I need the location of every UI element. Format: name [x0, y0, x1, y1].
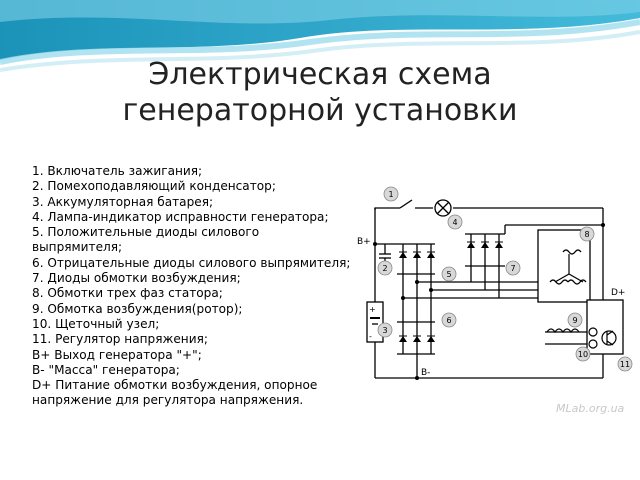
callout-badge [377, 322, 393, 338]
terminal-b-minus: B- [421, 368, 430, 378]
battery-plus-sign: + [369, 305, 376, 314]
callout-badge [447, 214, 463, 230]
component-legend: 1. Включатель зажигания;2. Помехоподавля… [32, 164, 352, 409]
exciter-diodes [467, 241, 503, 248]
legend-item: 6. Отрицательные диоды силового выпрямит… [32, 255, 351, 270]
callout-label: 2 [382, 264, 387, 273]
stator-windings-box [537, 229, 591, 303]
callout-badge [617, 356, 633, 372]
callout-badge [505, 260, 521, 276]
indicator-lamp [434, 199, 452, 217]
legend-item: 7. Диоды обмотки возбуждения; [32, 271, 241, 286]
callout-badge [441, 266, 457, 282]
callout-label: 10 [578, 350, 588, 359]
callout-badge [383, 186, 399, 202]
wire-junctions [373, 223, 605, 380]
callout-6: 6 [441, 312, 457, 328]
callout-label: 9 [572, 316, 577, 325]
legend-item: 5. Положительные диоды силового выпрямит… [32, 225, 260, 255]
positive-rectifier-diodes [399, 251, 435, 258]
legend-item: 3. Аккумуляторная батарея; [32, 194, 214, 209]
callout-label: 8 [584, 230, 589, 239]
legend-item: 9. Обмотка возбуждения(ротор); [32, 301, 243, 316]
callout-11: 11 [617, 356, 633, 372]
wire-top [374, 207, 400, 210]
regulator-transistor [601, 330, 617, 346]
callout-2: 2 [377, 260, 393, 276]
generator-circuit-diagram: + - B+ B- D+ 1 2 3 4 5 6 7 8 9 10 11 [357, 186, 633, 380]
callout-label: 5 [446, 270, 451, 279]
brush-unit-bottom [588, 339, 598, 349]
legend-item: B+ Выход генератора "+"; [32, 347, 202, 362]
callout-1: 1 [383, 186, 399, 202]
component-callouts: 1 2 3 4 5 6 7 8 9 10 11 [377, 186, 633, 372]
callout-badge [575, 346, 591, 362]
callout-5: 5 [441, 266, 457, 282]
stator-coils [549, 249, 587, 285]
battery-minus-sign: - [369, 332, 372, 341]
callout-4: 4 [447, 214, 463, 230]
legend-item: D+ Питание обмотки возбуждения, опорное … [32, 378, 318, 408]
callout-10: 10 [575, 346, 591, 362]
legend-item: 11. Регулятор напряжения; [32, 332, 208, 347]
legend-item: 2. Помехоподавляющий конденсатор; [32, 179, 276, 194]
callout-label: 3 [382, 326, 387, 335]
callout-badge [579, 226, 595, 242]
negative-rectifier-diodes [399, 335, 435, 342]
callout-badge [441, 312, 457, 328]
callout-7: 7 [505, 260, 521, 276]
callout-label: 11 [620, 360, 630, 369]
brush-unit-top [588, 327, 598, 337]
terminal-d-plus: D+ [611, 288, 625, 298]
legend-item: 10. Щеточный узел; [32, 316, 160, 331]
callout-badge [377, 260, 393, 276]
legend-item: B- "Масса" генератора; [32, 362, 180, 377]
callout-badge [567, 312, 583, 328]
callout-label: 7 [510, 264, 515, 273]
callout-8: 8 [579, 226, 595, 242]
slide-title-line-1: Электрическая схема [148, 57, 492, 92]
rotor-field-winding [546, 328, 580, 334]
ignition-switch-contact [399, 199, 413, 209]
terminal-b-plus: B+ [357, 237, 371, 247]
legend-item: 4. Лампа-индикатор исправности генератор… [32, 209, 329, 224]
legend-item: 1. Включатель зажигания; [32, 164, 203, 178]
watermark-text: MLab.org.ua [556, 402, 625, 415]
callout-3: 3 [377, 322, 393, 338]
slide-title-line-2: генераторной установки [122, 93, 518, 128]
legend-item: 8. Обмотки трех фаз статора; [32, 286, 223, 301]
header-wave-decoration [0, 0, 640, 72]
callout-9: 9 [567, 312, 583, 328]
callout-label: 6 [446, 316, 451, 325]
callout-label: 1 [388, 190, 393, 199]
callout-label: 4 [452, 218, 457, 227]
